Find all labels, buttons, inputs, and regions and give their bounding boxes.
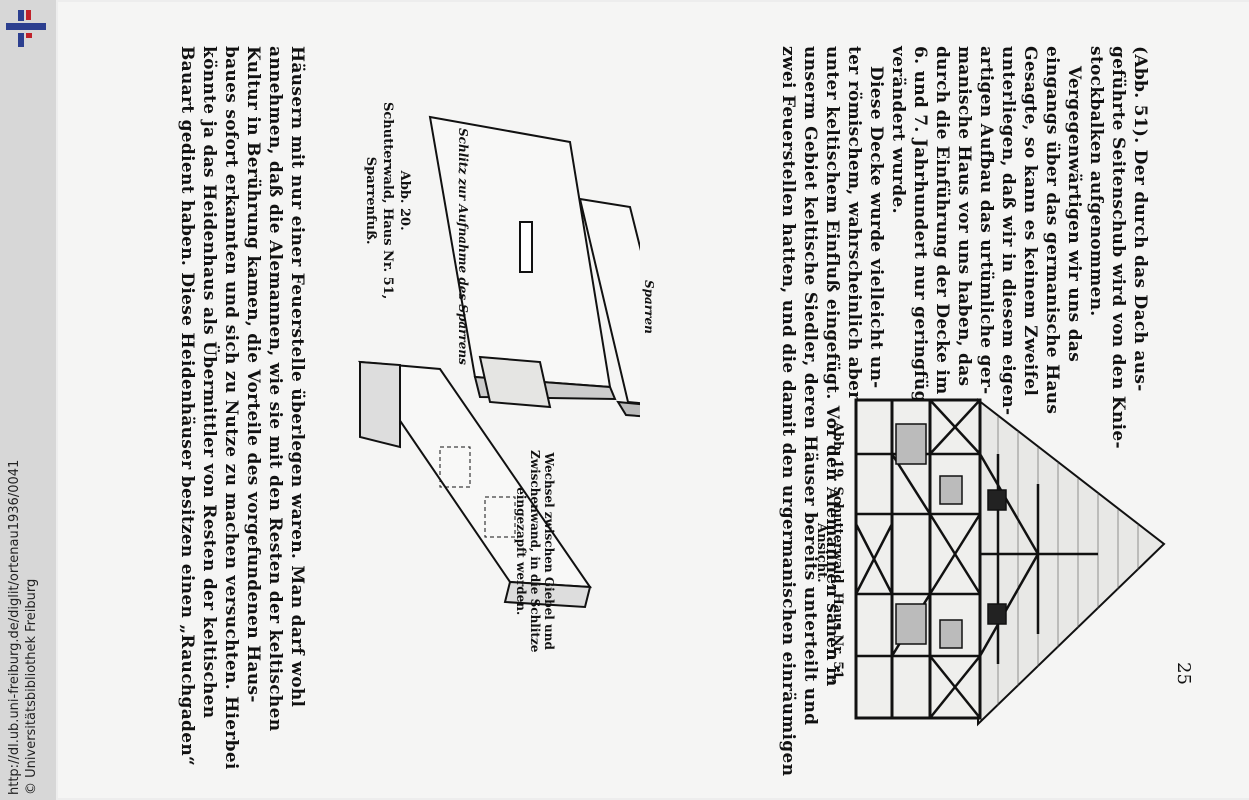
text-line: baues sofort erkannten und sich zu Nutze…	[221, 46, 241, 770]
caption-line: Abb. 20.	[397, 170, 412, 231]
text-line: zwei Feuerstellen hatten, und die damit …	[778, 46, 798, 777]
text-line: annehmen, daß die Alemannen, wie sie mit…	[265, 46, 285, 732]
text-line: Häusern mit nur einer Feuerstelle überle…	[287, 46, 307, 708]
label-line: Wechsel zwischen Giebel und	[542, 452, 556, 650]
page-number: 25	[1173, 662, 1194, 685]
label-wechsel: Wechsel zwischen Giebel und Zwischenwand…	[514, 450, 556, 652]
label-sparren: Sparren	[642, 280, 656, 334]
text-line: Bauart gedient haben. Diese Heidenhäuser…	[177, 46, 197, 767]
university-logo	[6, 10, 46, 47]
credit-owner: © Universitätsbibliothek Freiburg	[24, 578, 39, 795]
credit-url[interactable]: http://dl.ub.uni-freiburg.de/diglit/orte…	[7, 459, 22, 795]
label-line: Zwischenwand, in die Schlitze	[528, 450, 542, 653]
label-schlitz: Schlitz zur Aufnahme des Sparrens	[456, 128, 470, 365]
figure-19-house-drawing	[854, 397, 1166, 727]
text-line: Kultur in Berührung kamen, die Vorteile …	[243, 46, 263, 703]
viewer-sidebar: http://dl.ub.uni-freiburg.de/diglit/orte…	[0, 0, 56, 800]
caption-line: Ansicht.	[814, 523, 829, 583]
figure-20-caption: Abb. 20. Schutterwald, Haus Nr. 51, Spar…	[362, 102, 413, 299]
credit-text: http://dl.ub.uni-freiburg.de/diglit/orte…	[6, 460, 40, 795]
caption-line: Abb. 19. Schutterwald, Haus Nr. 51,	[830, 422, 845, 684]
scanned-page: 25 (Abb. 51). Der durch das Dach aus- ge…	[58, 2, 1249, 798]
figure-19-caption: Abb. 19. Schutterwald, Haus Nr. 51, Ansi…	[813, 422, 845, 684]
label-line: eingezapft werden.	[514, 487, 528, 616]
caption-line: Schutterwald, Haus Nr. 51,	[380, 102, 395, 300]
text-line: könnte ja das Heidenhaus als Übermittler…	[199, 46, 219, 719]
figure-20-rafter-drawing	[357, 115, 640, 609]
bottom-paragraph: Häusern mit nur einer Feuerstelle überle…	[176, 46, 308, 770]
caption-line: Sparrenfuß.	[363, 156, 378, 245]
